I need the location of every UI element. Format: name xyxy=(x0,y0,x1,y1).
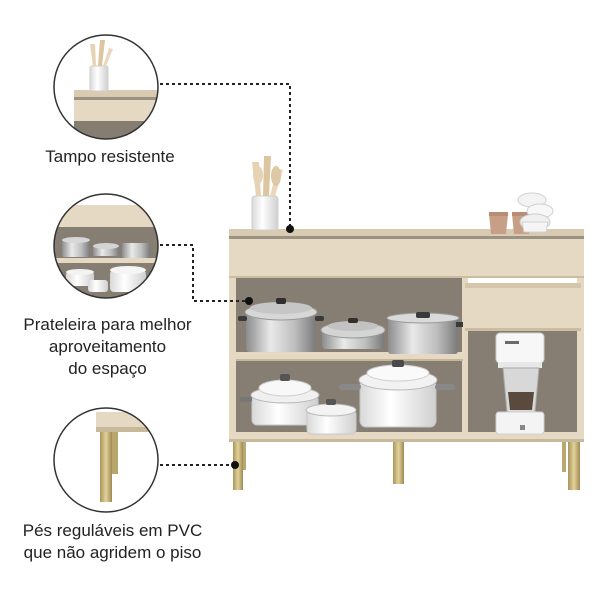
cabinet-feet xyxy=(233,442,580,490)
caption-line: Tampo resistente xyxy=(45,147,175,166)
caption-line: aproveitamento xyxy=(48,337,167,356)
cabinet xyxy=(229,156,584,490)
steel-saute-pan xyxy=(320,318,386,349)
adjustable-feet-closeup-icon xyxy=(53,407,159,513)
white-pot-large xyxy=(339,360,455,428)
callout-lines xyxy=(160,83,291,466)
middle-shelf xyxy=(236,352,463,360)
callout-dots xyxy=(231,225,294,469)
caption-line: Pés reguláveis em PVC xyxy=(22,521,203,540)
caption-line: que não agridem o piso xyxy=(23,543,202,562)
callout-line-shelf xyxy=(160,244,248,302)
white-cups xyxy=(517,192,554,233)
white-pot-small xyxy=(240,374,320,426)
feature-caption-countertop: Tampo resistente xyxy=(20,146,200,168)
callout-line-countertop xyxy=(160,83,291,228)
countertop xyxy=(229,229,584,238)
utensil-holder xyxy=(251,156,283,231)
feature-caption-feet: Pés reguláveis em PVC que não agridem o … xyxy=(0,520,225,564)
caption-line: do espaço xyxy=(68,359,147,378)
white-saucepan xyxy=(305,399,357,435)
top-front-panel xyxy=(229,239,584,277)
countertop-closeup-icon xyxy=(53,34,159,140)
caption-line: Prateleira para melhor xyxy=(23,315,192,334)
drawer xyxy=(465,283,581,330)
steel-casserole xyxy=(386,312,463,354)
feature-caption-shelf: Prateleira para melhor aproveitamento do… xyxy=(0,314,215,380)
coffee-maker xyxy=(495,332,545,435)
steel-stock-pot xyxy=(238,298,324,352)
shelf-closeup-icon xyxy=(53,193,159,299)
